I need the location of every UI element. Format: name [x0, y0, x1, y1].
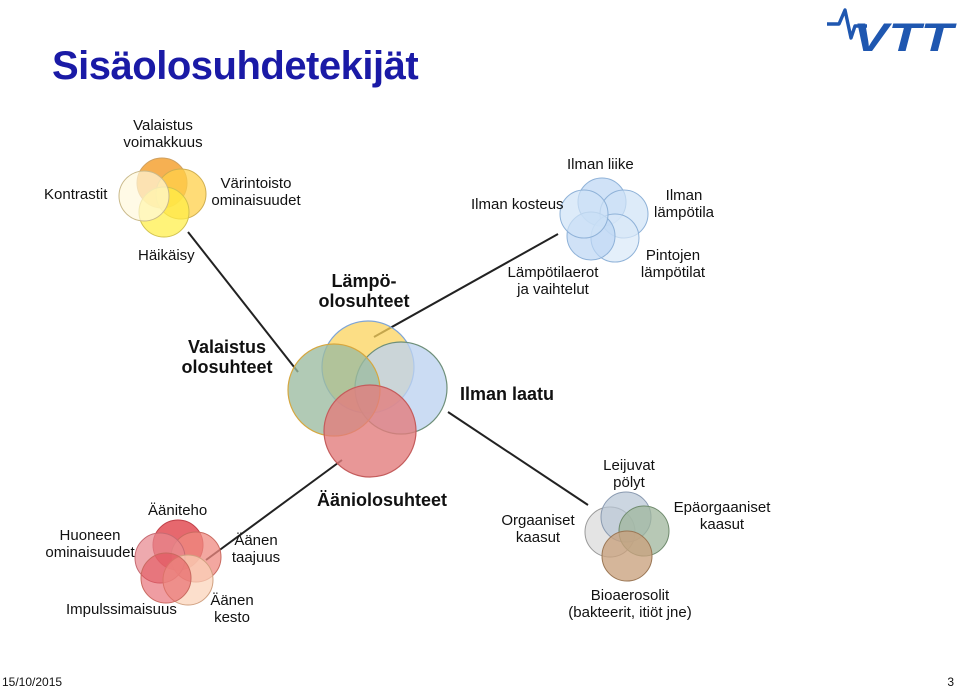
label-surface-temperatures: Pintojen lämpötilat — [640, 247, 706, 281]
center-cluster — [287, 320, 448, 478]
particles-circle-bioaerosols — [601, 530, 653, 582]
label-color-rendering: Värintoisto ominaisuudet — [211, 175, 301, 209]
thermal-circle-humidity — [559, 189, 609, 239]
label-dust: Leijuvat pölyt — [603, 457, 655, 491]
lighting-cluster — [118, 157, 207, 238]
sound-cluster — [134, 519, 222, 606]
label-thermal-conditions: Lämpö- olosuhteet — [318, 271, 410, 312]
label-lighting-conditions: Valaistus olosuhteet — [181, 337, 273, 378]
label-contrasts: Kontrastit — [44, 186, 108, 203]
label-air-humidity: Ilman kosteus — [471, 196, 564, 213]
connector-thermal — [373, 233, 559, 338]
label-sound-power: Ääniteho — [148, 502, 208, 519]
label-lighting-intensity: Valaistus voimakkuus — [123, 117, 203, 151]
connector-lighting — [187, 231, 299, 373]
label-impulsiveness: Impulssimaisuus — [66, 601, 177, 618]
label-organic-gases: Orgaaniset kaasut — [501, 512, 575, 546]
page-number: 3 — [947, 675, 954, 689]
connector-sound — [205, 459, 343, 561]
label-air-quality: Ilman laatu — [460, 384, 555, 404]
svg-text:VTT: VTT — [853, 16, 957, 60]
particles-cluster — [584, 491, 670, 582]
label-temperature-differences: Lämpötilaerot ja vaihtelut — [507, 264, 599, 298]
label-sound-duration: Äänen kesto — [210, 592, 254, 626]
vtt-logo: VTT — [827, 8, 957, 60]
label-sound-frequency: Äänen taajuus — [231, 532, 281, 566]
label-sound-conditions: Ääniolosuhteet — [317, 490, 448, 510]
label-air-temperature: Ilman lämpötila — [653, 187, 715, 221]
label-glare: Häikäisy — [138, 247, 195, 264]
lighting-circle-contrast — [118, 170, 170, 222]
slide-title: Sisäolosuhdetekijät — [52, 44, 419, 88]
label-air-movement: Ilman liike — [567, 156, 634, 173]
label-inorganic-gases: Epäorgaaniset kaasut — [673, 499, 771, 533]
footer-date: 15/10/2015 — [2, 675, 63, 689]
label-bioaerosols: Bioaerosolit (bakteerit, itiöt jne) — [568, 587, 692, 621]
center-circle-sound — [323, 384, 417, 478]
connector-air-quality — [447, 411, 589, 506]
sound-circle-impulse — [140, 552, 192, 604]
label-room-properties: Huoneen ominaisuudet — [45, 527, 135, 561]
thermal-cluster — [559, 177, 649, 263]
